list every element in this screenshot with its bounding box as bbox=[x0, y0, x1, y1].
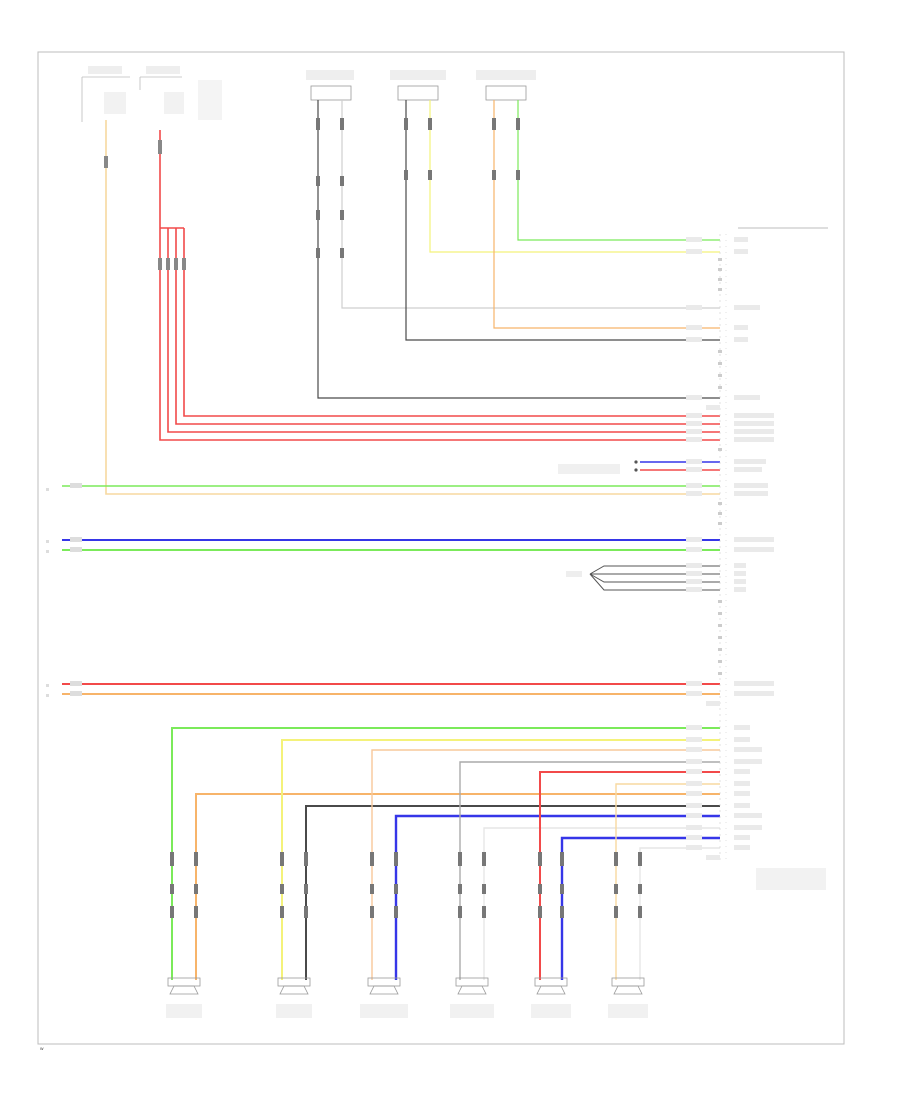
left-tags bbox=[46, 483, 82, 697]
amplifier-pin-column bbox=[719, 234, 727, 860]
wire-segment-marks-top bbox=[104, 140, 186, 270]
diagram-border bbox=[37, 51, 845, 1045]
connector-1-wires bbox=[317, 100, 720, 399]
top-connector-3 bbox=[476, 70, 536, 101]
speaker-icon bbox=[450, 977, 494, 1018]
power-feed-note bbox=[558, 460, 638, 577]
mid-wires bbox=[62, 461, 720, 695]
wire-segment-marks-connectors bbox=[316, 118, 520, 258]
top-connector-2 bbox=[390, 70, 446, 101]
ground-splice bbox=[589, 565, 720, 591]
wire-segment-marks-bottom bbox=[170, 852, 642, 918]
pin-dots bbox=[718, 258, 722, 675]
speaker-icon bbox=[276, 977, 312, 1018]
speaker-icon bbox=[360, 977, 408, 1018]
speaker-icon bbox=[531, 977, 571, 1018]
speaker-wires bbox=[171, 727, 720, 980]
fuse-label-group bbox=[81, 66, 222, 122]
pin-label-blocks bbox=[686, 237, 826, 890]
top-connector-1 bbox=[306, 70, 354, 101]
connector-2-wires bbox=[405, 100, 720, 341]
fuse-wires bbox=[105, 120, 720, 495]
speaker-icon bbox=[166, 977, 202, 1018]
footer-code: W bbox=[40, 1047, 44, 1051]
speaker-icon bbox=[608, 977, 648, 1018]
connector-3-wires bbox=[493, 100, 720, 329]
